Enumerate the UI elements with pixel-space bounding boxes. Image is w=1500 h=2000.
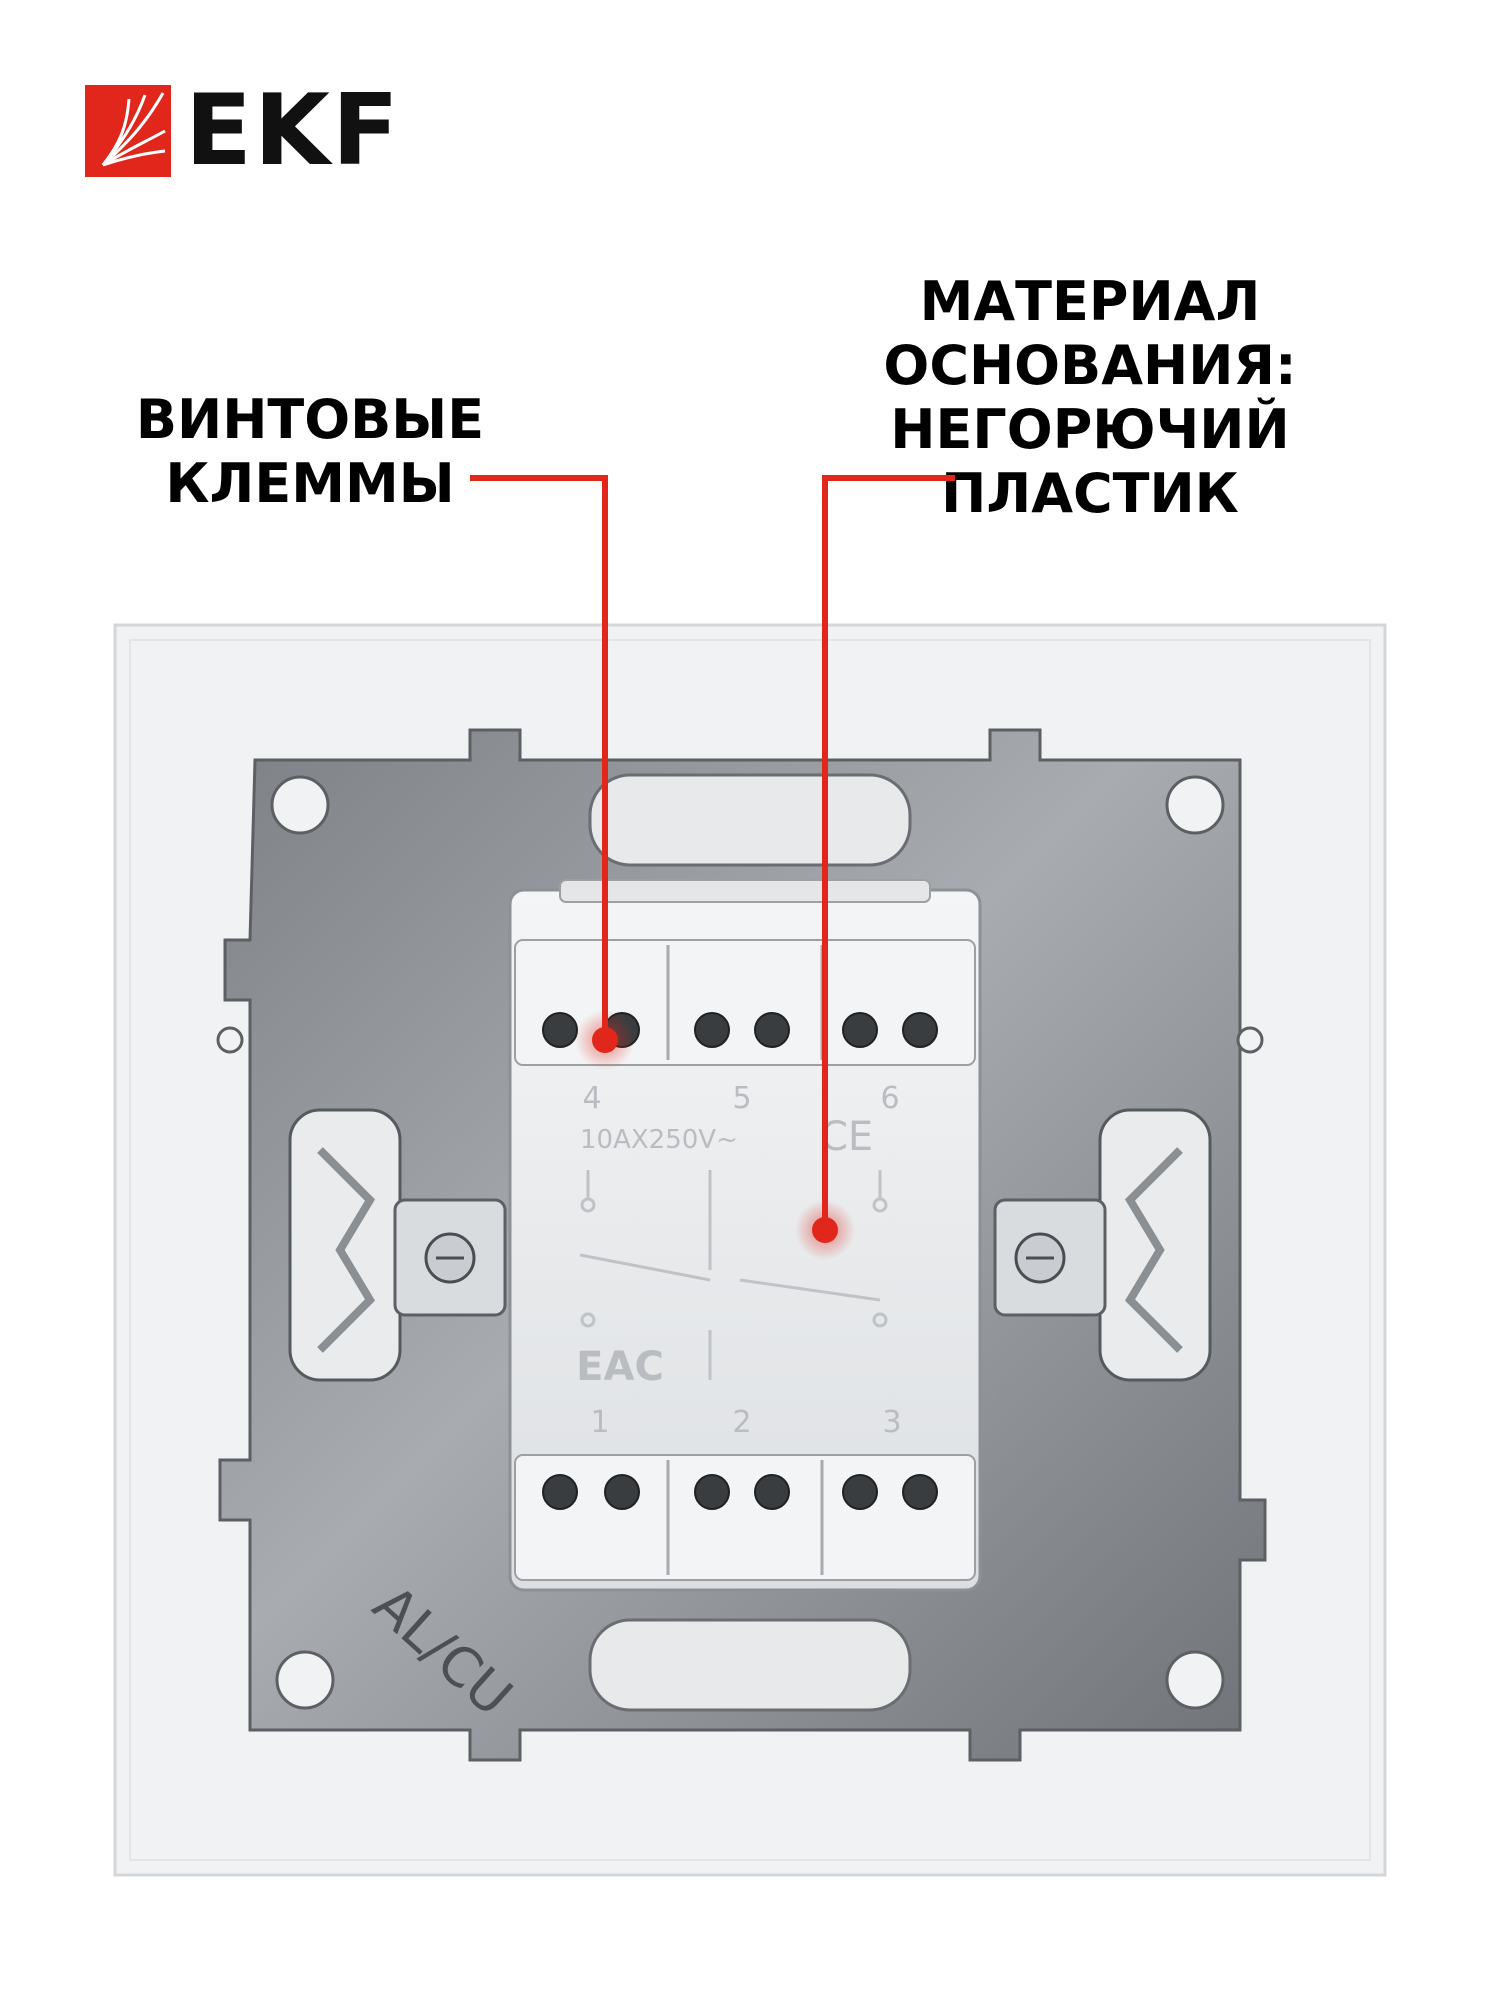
callout-base-material: МАТЕРИАЛ ОСНОВАНИЯ: НЕГОРЮЧИЙ ПЛАСТИК: [880, 270, 1300, 526]
callout-line: МАТЕРИАЛ: [919, 270, 1261, 333]
mounting-hole: [216, 1026, 244, 1054]
bottom-slot: [588, 1618, 912, 1712]
mounting-hole: [1236, 1026, 1264, 1054]
mounting-holes: [216, 775, 1264, 1710]
eac-marking: EAC: [576, 1344, 664, 1390]
mounting-hole: [275, 1650, 335, 1710]
bottom-terminal-block: [514, 1454, 976, 1581]
callout-line: КЛЕММЫ: [165, 452, 455, 515]
terminal-hole: [842, 1012, 878, 1048]
right-claw: [1098, 1108, 1212, 1382]
terminal-hole: [754, 1012, 790, 1048]
outer-frame-inner: [129, 639, 1371, 1861]
leader-line-screw-terminals: [470, 475, 608, 1035]
mounting-hole: [270, 775, 330, 835]
right-screw-bracket: [993, 1198, 1107, 1317]
terminal-hole: [542, 1474, 578, 1510]
terminal-hole: [604, 1474, 640, 1510]
mounting-hole: [1165, 775, 1225, 835]
terminal-number: 4: [582, 1081, 601, 1116]
rating-marking: 10AX250V~: [580, 1125, 738, 1155]
terminal-hole: [694, 1474, 730, 1510]
mounting-hole: [1165, 1650, 1225, 1710]
marker-dot: [812, 1217, 838, 1243]
terminal-hole: [754, 1474, 790, 1510]
callout-line: НЕГОРЮЧИЙ: [890, 398, 1290, 461]
leader-line-base-material: [822, 475, 955, 1225]
callout-line: ОСНОВАНИЯ:: [883, 334, 1297, 397]
terminal-hole: [842, 1474, 878, 1510]
switch-body-top-lip: [559, 879, 931, 903]
callout-screw-terminals: ВИНТОВЫЕ КЛЕММЫ: [110, 388, 510, 516]
ekf-logo-text: EKF: [185, 74, 401, 188]
callout-leaders: [470, 475, 955, 1225]
callout-line: ВИНТОВЫЕ: [135, 388, 485, 451]
top-slot: [588, 773, 912, 867]
terminal-number: 3: [882, 1405, 901, 1440]
terminal-number: 5: [732, 1081, 751, 1116]
left-claw: [288, 1108, 402, 1382]
terminal-hole: [902, 1474, 938, 1510]
terminal-number: 1: [590, 1405, 609, 1440]
terminal-number: 6: [880, 1081, 899, 1116]
left-screw-bracket: [393, 1198, 507, 1317]
terminal-hole: [694, 1012, 730, 1048]
callout-line: ПЛАСТИК: [941, 462, 1239, 525]
terminal-hole: [902, 1012, 938, 1048]
marker-dot: [592, 1027, 618, 1053]
ekf-logo-mark: [85, 85, 171, 177]
terminal-number: 2: [732, 1405, 751, 1440]
terminal-hole: [542, 1012, 578, 1048]
wiring-schematic: [579, 1170, 888, 1380]
ce-marking: CE: [820, 1114, 873, 1160]
